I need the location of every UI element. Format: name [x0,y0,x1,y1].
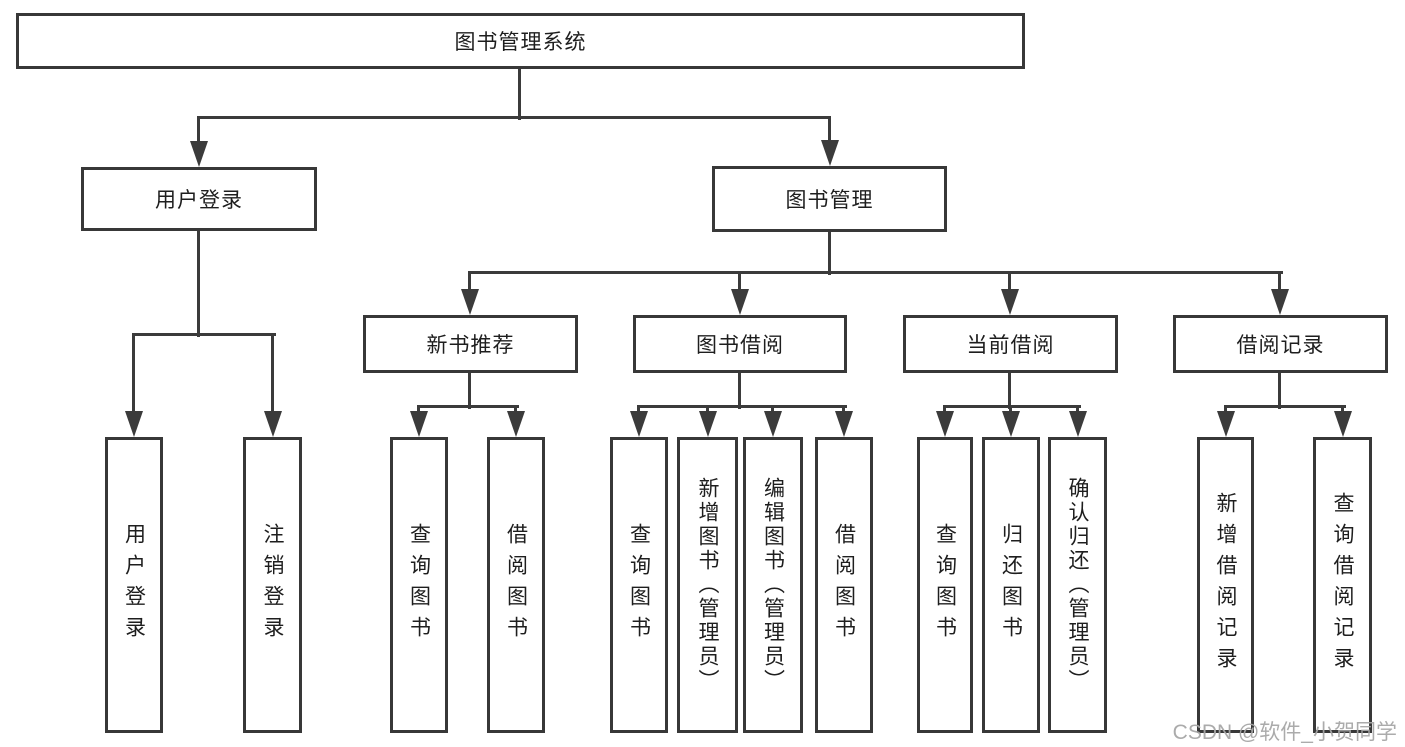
node-book-borrowing: 图书借阅 [633,315,847,373]
connector-line [1008,273,1011,293]
arrow-down [764,411,782,437]
arrow-down [1001,289,1019,315]
leaf-confirm-return-admin: 确认归还（管理员） [1048,437,1107,733]
node-book-management-label: 图书管理 [785,189,874,212]
connector-line [197,116,831,119]
connector-line [417,405,519,408]
node-label: 图书借阅 [696,334,784,357]
leaf-label: 新增借阅记录 [1214,492,1238,678]
connector-line [197,231,200,337]
connector-line [738,273,741,293]
node-root-label: 图书管理系统 [454,31,587,54]
node-root: 图书管理系统 [16,13,1025,69]
arrow-down [731,289,749,315]
node-user-login-label: 用户登录 [155,189,243,212]
leaf-logout: 注销登录 [243,437,302,733]
connector-line [1008,373,1011,409]
arrow-down [1334,411,1352,437]
connector-line [738,373,741,409]
connector-line [518,69,521,120]
leaf-label: 编辑图书（管理员） [761,477,785,693]
leaf-borrow-books: 借阅图书 [815,437,873,733]
node-book-management: 图书管理 [712,166,947,232]
connector-line [132,335,135,415]
arrow-down [461,289,479,315]
arrow-down [264,411,282,437]
connector-line [271,335,274,415]
leaf-label: 借阅图书 [504,523,528,647]
arrow-down [1002,411,1020,437]
connector-line [468,273,471,293]
connector-line [637,405,847,408]
node-label: 借阅记录 [1236,334,1325,357]
watermark: CSDN @软件_小贺同学 [1172,721,1397,744]
leaf-query-borrow-record: 查询借阅记录 [1313,437,1372,733]
leaf-label: 确认归还（管理员） [1066,477,1090,693]
leaf-label: 注销登录 [261,523,285,647]
leaf-label: 归还图书 [999,523,1023,647]
arrow-down [410,411,428,437]
connector-line [943,405,1081,408]
leaf-edit-books-admin: 编辑图书（管理员） [743,437,803,733]
arrow-down [936,411,954,437]
arrow-down [1069,411,1087,437]
leaf-label: 新增图书（管理员） [696,477,720,693]
arrow-down [1217,411,1235,437]
arrow-down [190,141,208,167]
connector-line [197,118,200,146]
connector-line [468,373,471,409]
leaf-query-books: 查询图书 [390,437,448,733]
node-borrowing-records: 借阅记录 [1173,315,1388,373]
connector-line [132,333,276,336]
connector-line [1278,373,1281,409]
arrow-down [699,411,717,437]
leaf-return-books: 归还图书 [982,437,1040,733]
arrow-down [821,140,839,166]
leaf-label: 查询图书 [407,523,431,647]
leaf-add-borrow-record: 新增借阅记录 [1197,437,1254,733]
leaf-label: 查询图书 [933,523,957,647]
connector-line [1278,273,1281,293]
connector-line [828,232,831,275]
leaf-query-books: 查询图书 [610,437,668,733]
leaf-label: 查询图书 [627,523,651,647]
arrow-down [835,411,853,437]
node-current-borrowing: 当前借阅 [903,315,1118,373]
leaf-user-login: 用户登录 [105,437,163,733]
leaf-query-books: 查询图书 [917,437,973,733]
arrow-down [630,411,648,437]
node-user-login: 用户登录 [81,167,317,231]
leaf-add-books-admin: 新增图书（管理员） [677,437,738,733]
arrow-down [507,411,525,437]
leaf-label: 用户登录 [122,523,146,647]
node-label: 新书推荐 [426,334,515,357]
node-new-book-recommendation: 新书推荐 [363,315,578,373]
leaf-label: 查询借阅记录 [1331,492,1355,678]
node-label: 当前借阅 [966,334,1055,357]
arrow-down [125,411,143,437]
connector-line [828,118,831,146]
connector-line [1224,405,1346,408]
leaf-label: 借阅图书 [832,523,856,647]
connector-line [468,271,1283,274]
arrow-down [1271,289,1289,315]
leaf-borrow-books: 借阅图书 [487,437,545,733]
